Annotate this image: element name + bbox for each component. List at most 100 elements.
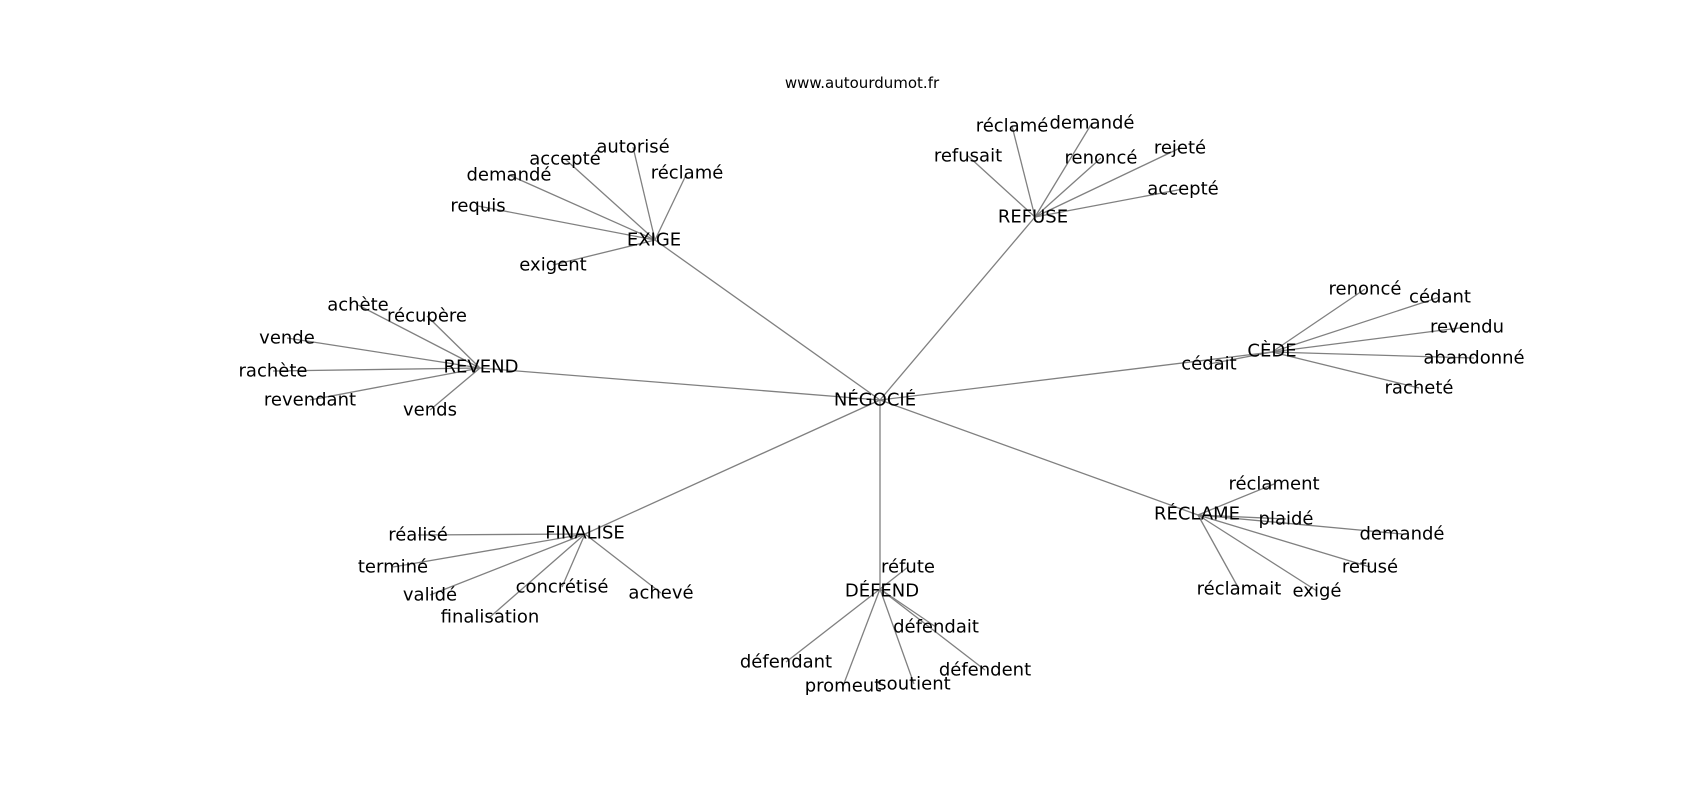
site-url[interactable]: www.autourdumot.fr (785, 74, 940, 92)
edge-leaf (1197, 514, 1371, 568)
leaf-word[interactable]: autorisé (596, 137, 669, 158)
leaf-word[interactable]: réclamait (1197, 579, 1282, 600)
edge-leaf (879, 588, 937, 628)
leaf-word[interactable]: réalisé (388, 525, 448, 546)
hub-word[interactable]: DÉFEND (845, 580, 919, 602)
edge-leaf (1271, 296, 1441, 353)
hub-word[interactable]: CÈDE (1247, 340, 1296, 362)
leaf-word[interactable]: validé (403, 585, 457, 606)
leaf-word[interactable]: concrétisé (516, 577, 609, 598)
leaf-word[interactable]: racheté (1385, 378, 1454, 399)
edge-leaf (967, 155, 1036, 218)
leaf-word[interactable]: terminé (358, 557, 428, 578)
leaf-word[interactable]: vende (259, 328, 315, 349)
edge-leaf (1271, 326, 1468, 353)
edge-leaf (1011, 125, 1036, 218)
edge-leaf (417, 533, 586, 536)
leaf-word[interactable]: refusé (1342, 557, 1398, 578)
edge-leaf (429, 533, 586, 596)
leaf-word[interactable]: revendant (264, 390, 356, 411)
edge-leaf (429, 367, 481, 411)
edge-leaf (1034, 157, 1102, 218)
edge-leaf (489, 533, 586, 618)
leaf-word[interactable]: défendent (939, 660, 1031, 681)
edge-leaf (1271, 288, 1366, 353)
edge-leaf (632, 146, 656, 241)
center-word[interactable]: NÉGOCIÉ (834, 389, 916, 411)
leaf-word[interactable]: exigé (1293, 581, 1342, 602)
edge-leaf (1197, 514, 1318, 592)
hub-word[interactable]: REFUSE (998, 207, 1068, 228)
hub-word[interactable]: RÉCLAME (1154, 503, 1240, 525)
edge-leaf (1034, 122, 1093, 218)
edge-leaf (286, 337, 481, 369)
edge-center-to-2 (479, 367, 881, 401)
edge-center-to-4 (584, 399, 881, 535)
leaf-word[interactable]: finalisation (441, 607, 540, 628)
edge-leaf (392, 533, 586, 568)
edge-leaf (477, 205, 656, 241)
leaf-word[interactable]: demandé (1050, 113, 1135, 134)
leaf-word[interactable]: demandé (467, 165, 552, 186)
leaf-word[interactable]: soutient (877, 674, 950, 695)
edge-leaf (1208, 351, 1273, 365)
leaf-word[interactable]: rachète (239, 361, 308, 382)
edge-leaf (1034, 188, 1184, 218)
leaf-word[interactable]: réclamé (976, 116, 1049, 137)
leaf-word[interactable]: défendant (740, 652, 832, 673)
leaf-word[interactable]: renoncé (1065, 148, 1138, 169)
leaf-word[interactable]: défendait (893, 617, 979, 638)
edge-leaf (879, 588, 915, 685)
leaf-word[interactable]: rejeté (1154, 138, 1206, 159)
leaf-word[interactable]: revendu (1430, 317, 1504, 338)
edge-leaf (1197, 514, 1287, 520)
edge-leaf (508, 174, 656, 241)
edge-center-to-6 (879, 399, 1199, 516)
edge-leaf (842, 588, 881, 687)
leaf-word[interactable]: réfute (881, 557, 935, 578)
leaf-word[interactable]: achevé (628, 583, 693, 604)
leaf-word[interactable]: accepté (529, 149, 600, 170)
leaf-word[interactable]: demandé (1360, 524, 1445, 545)
hub-word[interactable]: EXIGE (627, 230, 681, 251)
edge-leaf (564, 158, 656, 241)
leaf-word[interactable]: renoncé (1329, 279, 1402, 300)
leaf-word[interactable]: refusait (934, 146, 1002, 167)
edge-leaf (584, 533, 662, 594)
leaf-word[interactable]: abandonné (1423, 348, 1524, 369)
edge-leaf (1197, 483, 1275, 516)
leaf-word[interactable]: cédait (1181, 354, 1237, 375)
edge-center-to-3 (879, 351, 1273, 401)
leaf-word[interactable]: cédant (1409, 287, 1471, 308)
edge-leaf (654, 172, 688, 241)
leaf-word[interactable]: promeut (805, 676, 882, 697)
leaf-word[interactable]: réclamé (651, 163, 724, 184)
edge-center-to-1 (879, 216, 1036, 401)
edge-leaf (552, 239, 656, 266)
edge-leaf (1197, 514, 1240, 590)
edge-leaf (426, 315, 481, 369)
edge-leaf (879, 588, 986, 671)
edge-leaf (1197, 514, 1403, 535)
edge-leaf (357, 304, 481, 369)
leaf-word[interactable]: achète (327, 295, 389, 316)
leaf-word[interactable]: plaidé (1259, 509, 1314, 530)
edge-leaf (1271, 351, 1420, 389)
leaf-word[interactable]: vends (403, 400, 457, 421)
graph-labels: réclaméautoriséacceptédemandérequisexige… (239, 113, 1525, 697)
edge-leaf (309, 367, 481, 401)
edge-leaf (561, 533, 586, 588)
hub-word[interactable]: FINALISE (545, 523, 625, 544)
hub-word[interactable]: REVEND (444, 357, 519, 378)
edge-leaf (272, 367, 481, 372)
leaf-word[interactable]: requis (450, 196, 505, 217)
edge-leaf (879, 566, 909, 590)
edge-leaf (1034, 147, 1181, 218)
graph-edges (272, 122, 1475, 687)
leaf-word[interactable]: accepté (1147, 179, 1218, 200)
leaf-word[interactable]: récupère (387, 306, 467, 327)
edge-leaf (785, 588, 881, 663)
leaf-word[interactable]: réclament (1228, 474, 1319, 495)
leaf-word[interactable]: exigent (519, 255, 586, 276)
